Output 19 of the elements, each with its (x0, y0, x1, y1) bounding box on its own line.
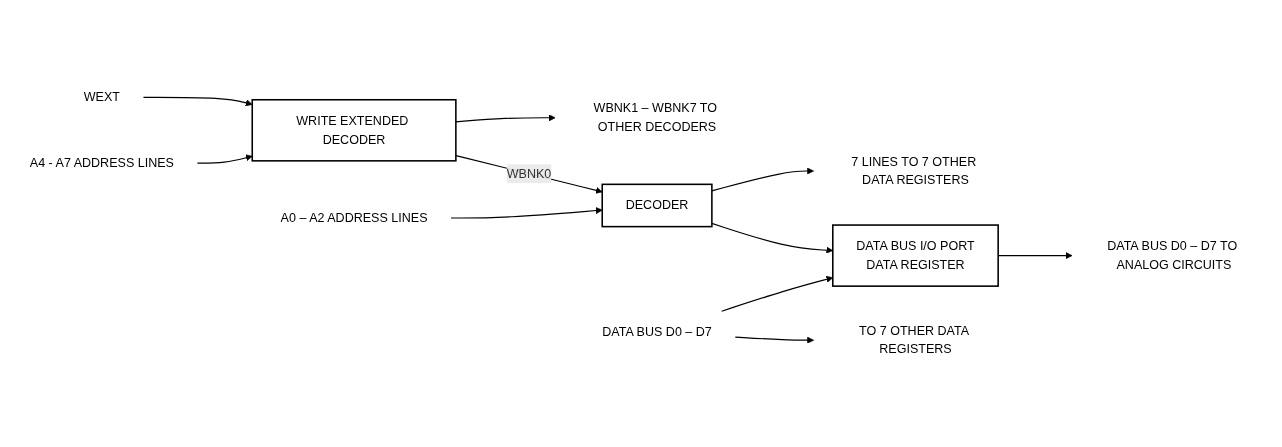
arrow (711, 167, 814, 192)
arrow (455, 154, 603, 194)
node-text: 7 LINES TO 7 OTHER DATA REGISTERS (851, 154, 977, 187)
arrow (450, 207, 603, 219)
node-box: DECODER (601, 183, 713, 228)
edge-label: WBNK0 (506, 166, 552, 180)
arrow (455, 114, 556, 123)
node-box: WRITE EXTENDED DECODER (251, 98, 457, 162)
node-text: A4 - A7 ADDRESS LINES (29, 156, 174, 170)
node-text: DATA BUS D0 – D7 (602, 325, 712, 339)
node-text: TO 7 OTHER DATA REGISTERS (859, 323, 969, 356)
node-text: DATA BUS D0 – D7 TO ANALOG CIRCUITS (1107, 239, 1238, 272)
arrow (196, 154, 253, 164)
node-text: A0 – A2 ADDRESS LINES (280, 210, 428, 225)
node-text: WBNK1 – WBNK7 TO OTHER DECODERS (593, 101, 718, 134)
node-text: WEXT (83, 90, 120, 104)
arrow (734, 336, 814, 344)
node-box: DATA BUS I/O PORT DATA REGISTER (832, 224, 999, 287)
arrow (142, 96, 253, 107)
